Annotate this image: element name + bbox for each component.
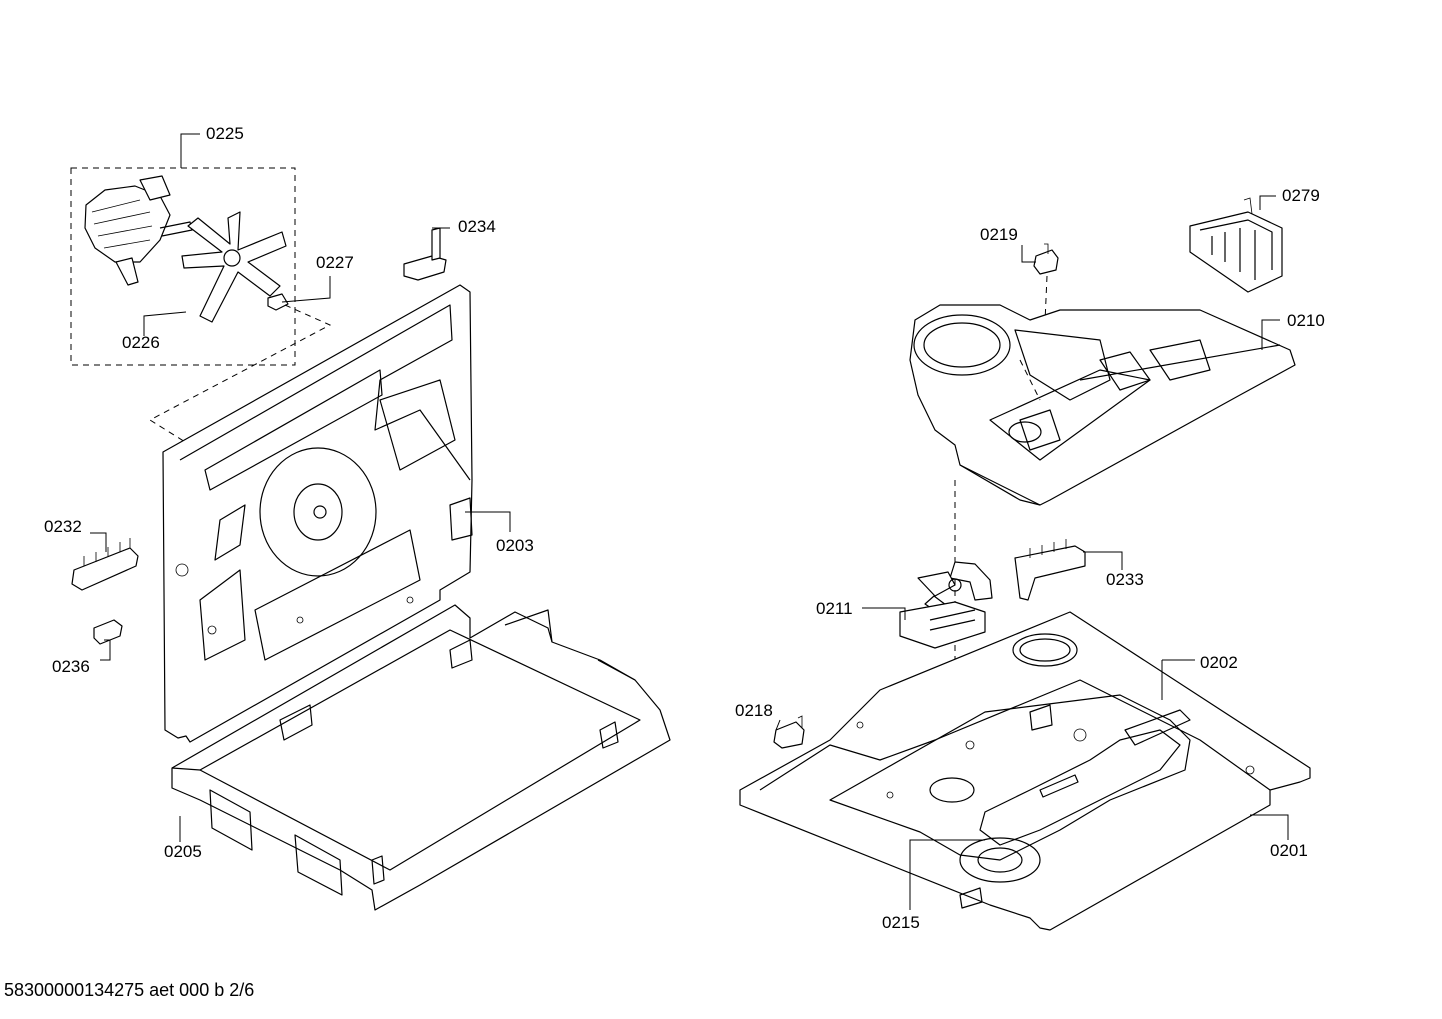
leader-lines-left	[90, 133, 511, 842]
part-0233-bracket[interactable]	[1014, 539, 1086, 601]
label-0234[interactable]: 0234	[458, 217, 496, 236]
label-0227[interactable]: 0227	[316, 253, 354, 272]
label-0232[interactable]: 0232	[44, 517, 82, 536]
part-0210-fan-duct[interactable]	[909, 304, 1296, 506]
part-0232-terminal-block[interactable]	[71, 538, 139, 591]
part-0203-rear-panel[interactable]	[162, 284, 473, 743]
label-0202[interactable]: 0202	[1200, 653, 1238, 672]
label-0211[interactable]: 0211	[816, 599, 853, 618]
label-0236[interactable]: 0236	[52, 657, 90, 676]
leader-lines-right	[775, 195, 1289, 910]
label-0215[interactable]: 0215	[882, 913, 920, 932]
part-0219-sensor[interactable]	[1033, 243, 1059, 275]
part-0201-base-plate[interactable]	[739, 611, 1311, 931]
part-0227-nut[interactable]	[267, 293, 289, 311]
label-0203[interactable]: 0203	[496, 536, 534, 555]
part-0225-fan-motor-assembly[interactable]	[70, 167, 296, 366]
label-0219[interactable]: 0219	[980, 225, 1018, 244]
part-labels: 0225 0226 0227 0234 0232 0236 0203 0205 …	[44, 124, 1325, 932]
part-0211-fan-motor[interactable]	[899, 561, 993, 649]
part-0205-frame-tray[interactable]	[171, 604, 671, 911]
label-0201[interactable]: 0201	[1270, 841, 1308, 860]
part-0218-clip[interactable]	[773, 715, 805, 749]
label-0205[interactable]: 0205	[164, 842, 202, 861]
part-0279-cover-frame[interactable]	[1189, 197, 1283, 293]
label-0210[interactable]: 0210	[1287, 311, 1325, 330]
label-0218[interactable]: 0218	[735, 701, 773, 720]
label-0226[interactable]: 0226	[122, 333, 160, 352]
label-0233[interactable]: 0233	[1106, 570, 1144, 589]
document-id-footer: 58300000134275 aet 000 b 2/6	[4, 980, 255, 1000]
part-0236-switch[interactable]	[93, 619, 123, 645]
label-0279[interactable]: 0279	[1282, 186, 1320, 205]
label-0225[interactable]: 0225	[206, 124, 244, 143]
part-0234-clip[interactable]	[403, 227, 447, 281]
